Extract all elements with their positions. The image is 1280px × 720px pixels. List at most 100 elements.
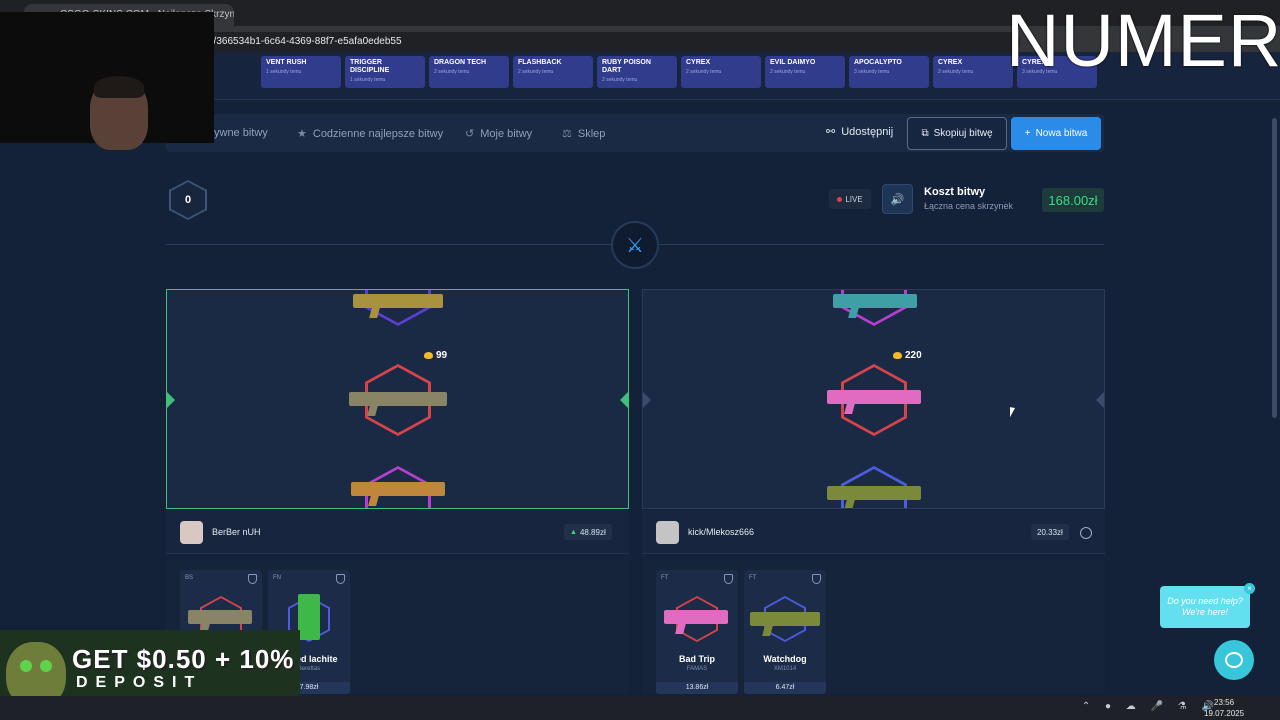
live-label: LIVE xyxy=(845,194,863,204)
nav-daily-best[interactable]: ★Codzienne najlepsze bitwy xyxy=(297,127,443,141)
promo-banner[interactable]: GET $0.50 + 10% DEPOSIT xyxy=(0,630,300,716)
emoji-button[interactable] xyxy=(1080,527,1092,539)
copy-icon: ⧉ xyxy=(921,128,929,139)
player-value-text: 20.33zł xyxy=(1037,527,1063,537)
nav-my-battles[interactable]: ↺Moje bitwy xyxy=(465,127,532,141)
left-marker-icon xyxy=(643,392,651,408)
ticker-item[interactable]: Ruby Poison Dart2 sekundy temu xyxy=(597,56,677,88)
ticker-item[interactable]: Vent Rush1 sekundy temu xyxy=(261,56,341,88)
shotgun-icon xyxy=(750,612,820,626)
player-bar-2: kick/Mlekosz666 20.33zł xyxy=(642,510,1105,554)
nav-active-battles[interactable]: ywne bitwy xyxy=(214,127,268,139)
item-model: Berettas xyxy=(297,666,321,672)
ticker-item-name: Dragon Tech xyxy=(434,59,487,66)
speaker-icon: 🔊 xyxy=(890,193,905,206)
ticker-item-name: Trigger Discipline xyxy=(350,59,390,74)
history-icon: ↺ xyxy=(465,128,475,140)
share-icon: ⚯ xyxy=(826,126,836,138)
item-price: 13.86zł xyxy=(656,682,738,694)
rifle-icon xyxy=(827,486,921,500)
ticker-item-name: Evil Daimyo xyxy=(770,59,816,66)
rifle-icon xyxy=(349,392,447,406)
ticker-item-name: Flashback xyxy=(518,59,562,66)
live-badge: LIVE xyxy=(829,189,871,209)
mouse-cursor-icon xyxy=(1010,407,1020,419)
round-number: 0 xyxy=(171,182,205,218)
share-button[interactable]: ⚯ Udostępnij xyxy=(826,125,894,139)
ticker-item[interactable]: Cyrex3 sekundy temu xyxy=(933,56,1013,88)
avatar[interactable] xyxy=(656,521,679,544)
spinner-reel-player-1: 99 xyxy=(166,289,629,509)
coin-counter: 99 xyxy=(424,350,447,361)
player-name[interactable]: BerBer nUH xyxy=(212,527,261,537)
nav-shop-label: Sklep xyxy=(577,127,606,140)
nav-active-label: ywne bitwy xyxy=(214,127,268,139)
ticker-item[interactable]: Apocalypto3 sekundy temu xyxy=(849,56,929,88)
item-condition: FT xyxy=(661,575,669,581)
ticker-item-time: 3 sekundy temu xyxy=(938,69,974,75)
coin-value: 220 xyxy=(905,350,922,361)
ticker-item-time: 2 sekundy temu xyxy=(518,69,554,75)
player-name[interactable]: kick/Mlekosz666 xyxy=(688,527,755,537)
coin-value: 99 xyxy=(436,350,448,361)
shield-icon xyxy=(248,574,257,584)
ticker-item-name: Ruby Poison Dart xyxy=(602,59,651,74)
help-bubble[interactable]: Do you need help? We're here! xyxy=(1160,586,1250,628)
ticker-item[interactable]: Cyrex3 sekundy temu xyxy=(1017,56,1097,88)
close-icon[interactable]: × xyxy=(1244,583,1255,594)
item-condition: BS xyxy=(185,575,194,581)
battle-cost-value: 168.00zł xyxy=(1042,188,1104,212)
taskbar-clock[interactable]: 23:56 19.07.2025 xyxy=(1204,697,1244,719)
item-price: 6.47zł xyxy=(744,682,826,694)
drop-card[interactable]: FT Bad Trip FAMAS 13.86zł xyxy=(656,570,738,694)
new-battle-button[interactable]: + Nowa bitwa xyxy=(1011,117,1101,150)
volume-button[interactable]: 🔊 xyxy=(882,184,913,214)
new-label: Nowa bitwa xyxy=(1035,128,1088,139)
copy-battle-button[interactable]: ⧉ Skopiuj bitwę xyxy=(907,117,1007,150)
address-bar[interactable]: e/366534b1-6c64-4369-88f7-e5afa0edeb55 xyxy=(150,32,1020,52)
copy-label: Skopiuj bitwę xyxy=(933,128,993,139)
battle-cost-subtitle: Łączna cena skrzynek xyxy=(924,201,1014,211)
player-total-value: ▲48.89zł xyxy=(564,524,612,540)
ticker-item[interactable]: Flashback 2 sekundy temu xyxy=(513,56,593,88)
item-condition: FT xyxy=(749,575,757,581)
os-taskbar: ⌃ ● ☁ 🎤 ⚗ 🔊 xyxy=(0,696,1280,720)
ticker-item[interactable]: Dragon Tech2 sekundy temu xyxy=(429,56,509,88)
page-scrollbar[interactable] xyxy=(1272,118,1277,418)
share-label: Udostępnij xyxy=(841,125,894,138)
right-marker-icon xyxy=(620,392,628,408)
system-tray: ⌃ ● ☁ 🎤 ⚗ 🔊 xyxy=(1081,701,1220,712)
ticker-item-time: 2 sekundy temu xyxy=(686,69,722,75)
plus-icon: + xyxy=(1024,128,1031,139)
rifle-icon xyxy=(353,294,443,308)
chat-button[interactable] xyxy=(1214,640,1254,680)
round-counter: 0 xyxy=(169,180,207,220)
clock-time: 23:56 xyxy=(1214,698,1235,707)
item-name: Bad Trip xyxy=(678,654,715,664)
ticker-item[interactable]: Cyrex 2 sekundy temu xyxy=(681,56,761,88)
drop-card[interactable]: FT Watchdog XM1014 6.47zł xyxy=(744,570,826,694)
player-2-drops: FT Bad Trip FAMAS 13.86zł FT Watchdog XM… xyxy=(642,554,1105,694)
promo-sub-text: DEPOSIT xyxy=(76,674,203,691)
ticker-item-time: 2 sekundy temu xyxy=(770,69,806,75)
cart-icon: ⚖ xyxy=(562,128,572,140)
ticker-item-name: Vent Rush xyxy=(266,59,307,66)
avatar[interactable] xyxy=(180,521,203,544)
ticker-item[interactable]: Trigger Discipline 1 sekundy temu xyxy=(345,56,425,88)
nav-shop[interactable]: ⚖ Sklep xyxy=(562,127,606,141)
spinner-reel-player-2: 220 xyxy=(642,289,1105,509)
ticker-item-time: 1 sekundy temu xyxy=(350,77,386,83)
player-bar-1: BerBer nUH ▲48.89zł xyxy=(166,510,629,554)
rifle-icon xyxy=(664,610,728,624)
item-name: lished lachite xyxy=(280,654,338,664)
rifle-icon xyxy=(833,294,917,308)
ticker-item-name: Cyrex xyxy=(686,59,711,66)
chat-bubble-icon xyxy=(1225,652,1243,668)
webcam-overlay xyxy=(0,12,214,150)
ticker-item[interactable]: Evil Daimyo 2 sekundy temu xyxy=(765,56,845,88)
shield-icon xyxy=(336,574,345,584)
clock-date: 19.07.2025 xyxy=(1204,709,1245,718)
item-name: Watchdog xyxy=(763,654,807,664)
shield-icon xyxy=(812,574,821,584)
arrow-up-icon: ▲ xyxy=(570,528,577,536)
